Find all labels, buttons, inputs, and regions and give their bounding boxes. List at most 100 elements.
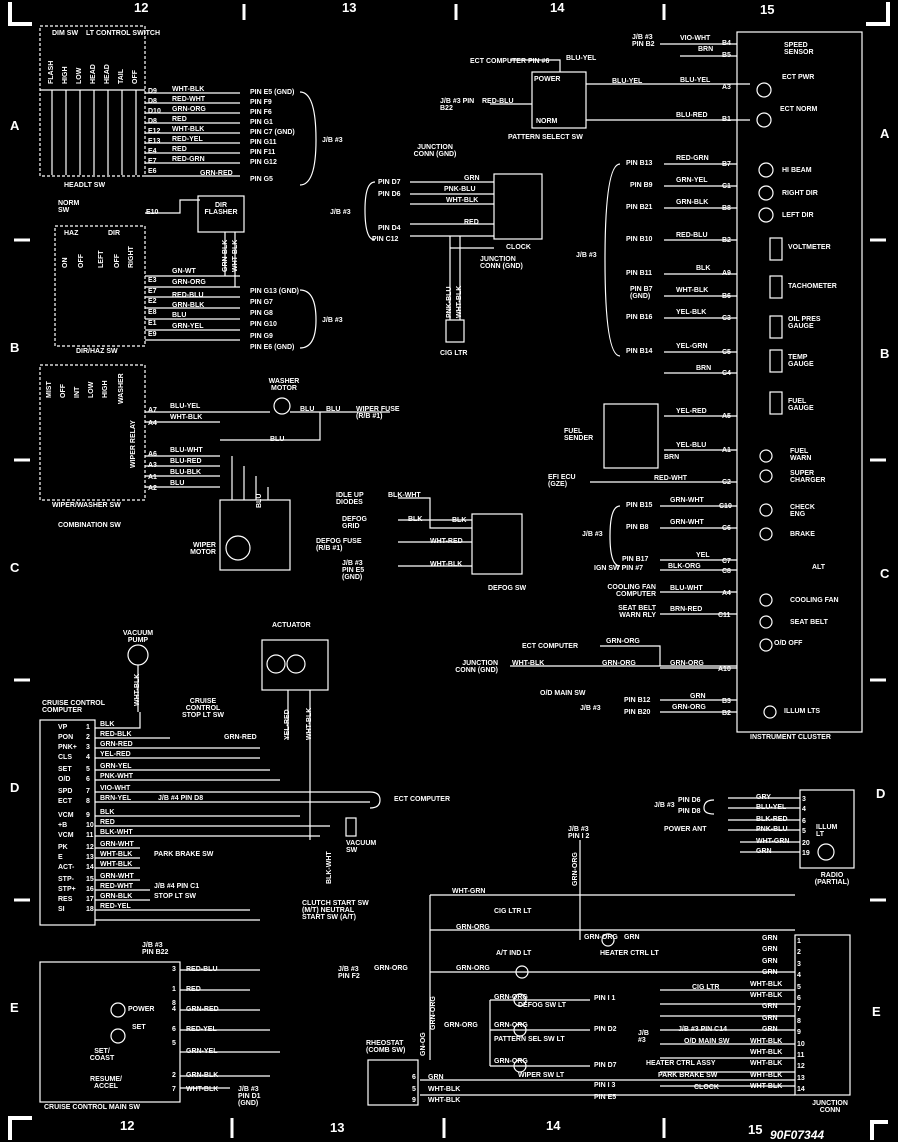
radio-pin: 5: [802, 828, 806, 835]
jn-right-pin-5: PIN E5: [594, 1094, 617, 1101]
headlt-jb-pin-8: PIN G12: [250, 159, 277, 166]
cig-ltr: CIG LTR: [440, 350, 468, 357]
cruise-wire: WHT-BLK: [100, 861, 133, 868]
junction-pin: 12: [797, 1063, 805, 1071]
oil-pres-gauge: OIL PRES GAUGE: [788, 316, 821, 330]
pin-c6: C6: [722, 525, 731, 532]
ect-od-wire: GRN-ORG: [606, 638, 640, 645]
wire-b14: YEL-GRN: [676, 343, 708, 350]
src-b15: PIN B15: [626, 502, 653, 509]
defog-blk: BLK: [452, 517, 467, 524]
junction-wire: GRN: [762, 969, 778, 977]
rh-vert-1: GN-OG: [420, 1032, 427, 1056]
cruise-wire: BLK: [100, 721, 115, 728]
illum-lts: ILLUM LTS: [784, 708, 821, 715]
grid-wire: BLK: [408, 516, 423, 523]
wire-a1: YEL-BLU: [676, 442, 707, 449]
clock-pin-d7: PIN D7: [378, 179, 401, 186]
src-b11: PIN B11: [626, 270, 653, 277]
wire-b10: RED-BLU: [676, 232, 708, 239]
row-label-a-right: A: [880, 126, 890, 141]
headlt-wire-9: GRN-RED: [200, 170, 233, 177]
ect-computer: ECT COMPUTER: [394, 796, 450, 803]
headlt-wire-1: WHT-BLK: [172, 86, 205, 93]
wiper-wire-4: BLU-RED: [170, 458, 202, 465]
headlt-pin-e10: E10: [146, 209, 159, 216]
check-eng: CHECK ENG: [790, 504, 815, 518]
dir-flasher: DIR FLASHER: [204, 202, 238, 216]
dirhaz-jb-pin-2: PIN G7: [250, 299, 273, 306]
cruise-terminal: STP-: [58, 876, 74, 883]
junction-title: JUNCTION CONN: [812, 1100, 848, 1114]
wiper-wire-6: BLU: [170, 480, 185, 487]
radio-wire: BLK-RED: [756, 816, 788, 823]
jn-top-wire: WHT-GRN: [452, 888, 486, 895]
fuel-brn: BRN: [664, 454, 680, 461]
dir-header: DIR: [108, 230, 121, 237]
headlt-jb-pin-3: PIN F6: [250, 109, 272, 116]
headlt-pin-e4: E4: [148, 148, 157, 155]
cruise-terminal: CLS: [58, 754, 72, 761]
radio-wire: BLU-YEL: [756, 804, 787, 811]
junction-wire: GRN: [762, 1014, 778, 1022]
pos-head-2: HEAD: [104, 64, 111, 84]
stop-wire: GRN-RED: [224, 734, 257, 741]
dir-off: OFF: [114, 254, 121, 268]
dirhaz-jb: J/B #3: [322, 317, 343, 324]
cruise-terminal: PON: [58, 734, 74, 741]
main-resume: RESUME/ ACCEL: [90, 1076, 122, 1090]
junction-wire: WHT-BLK: [750, 1037, 783, 1045]
cruise-terminal: PNK+: [58, 744, 77, 751]
wiper-blu-1: BLU: [300, 406, 315, 413]
cruise-pin: 1: [86, 724, 90, 731]
main-set: SET: [132, 1024, 146, 1031]
headlt-wire-6: RED-YEL: [172, 136, 203, 143]
cruise-pin: 7: [86, 788, 90, 795]
headlt-jb-pin-4: PIN G1: [250, 119, 273, 126]
junction-pin: 2: [797, 949, 801, 957]
radio-pin-d8: PIN D8: [678, 808, 701, 815]
wire-b16: YEL-BLK: [676, 309, 707, 316]
cruise-pin: 11: [86, 832, 94, 839]
dirhaz-jb-pin-5: PIN G9: [250, 333, 273, 340]
cruise-pin: 18: [86, 906, 94, 913]
cruise-terminal: ECT: [58, 798, 72, 805]
column-label-15-bottom: 15: [748, 1122, 763, 1137]
headlt-wire-4: RED: [172, 116, 187, 123]
main-sw-wire: RED-BLU: [186, 966, 218, 973]
clock-label: CLOCK: [506, 244, 531, 251]
junction-pin: 3: [797, 960, 801, 968]
stop-lt-sw-2: STOP LT SW: [154, 893, 197, 900]
dirhaz-pin-e9: E9: [148, 331, 157, 338]
row-label-e-right: E: [872, 1004, 881, 1019]
pin-b8: B8: [722, 205, 731, 212]
main-sw-pin: 2: [172, 1072, 176, 1079]
pos-off: OFF: [132, 70, 139, 84]
wire-c2: RED-WHT: [654, 475, 688, 482]
dirhaz-wire-3: RED-BLU: [172, 292, 204, 299]
junction-pin: 5: [797, 983, 801, 991]
junction-pin: 7: [797, 1006, 801, 1014]
pattern-ect-pin: ECT COMPUTER PIN #6: [470, 58, 550, 65]
wiper-low: LOW: [88, 381, 95, 398]
a10-wire: GRN-ORG: [670, 660, 704, 667]
clock-wire-pnkblu: PNK-BLU: [444, 186, 476, 193]
dirhaz-pin-e8: E8: [148, 309, 157, 316]
cruise-terminal: +B: [58, 822, 68, 829]
wiper-int: INT: [74, 386, 81, 398]
rh-vert-2: GRN-ORG: [430, 996, 437, 1030]
clock-pin-d4: PIN D4: [378, 225, 401, 232]
jn-label-cig: CIG LTR: [692, 984, 720, 991]
fuel-gauge: FUEL GAUGE: [788, 398, 814, 412]
cruise-wire: BLK: [100, 809, 115, 816]
headlt-pin-d8: D8: [148, 98, 157, 105]
jn-wire-grn-1: GRN: [624, 934, 640, 941]
row-label-e: E: [10, 1000, 19, 1015]
act-wire-2: WHT-BLK: [306, 707, 313, 740]
dirhaz-pin-e7: E7: [148, 288, 157, 295]
headlt-wire-5: WHT-BLK: [172, 126, 205, 133]
defog-grid: DEFOG GRID: [342, 516, 367, 530]
voltmeter: VOLTMETER: [788, 244, 831, 251]
wiper-blu-4: BLU: [256, 493, 263, 508]
main-jb-top: J/B #3 PIN B22: [142, 942, 169, 956]
